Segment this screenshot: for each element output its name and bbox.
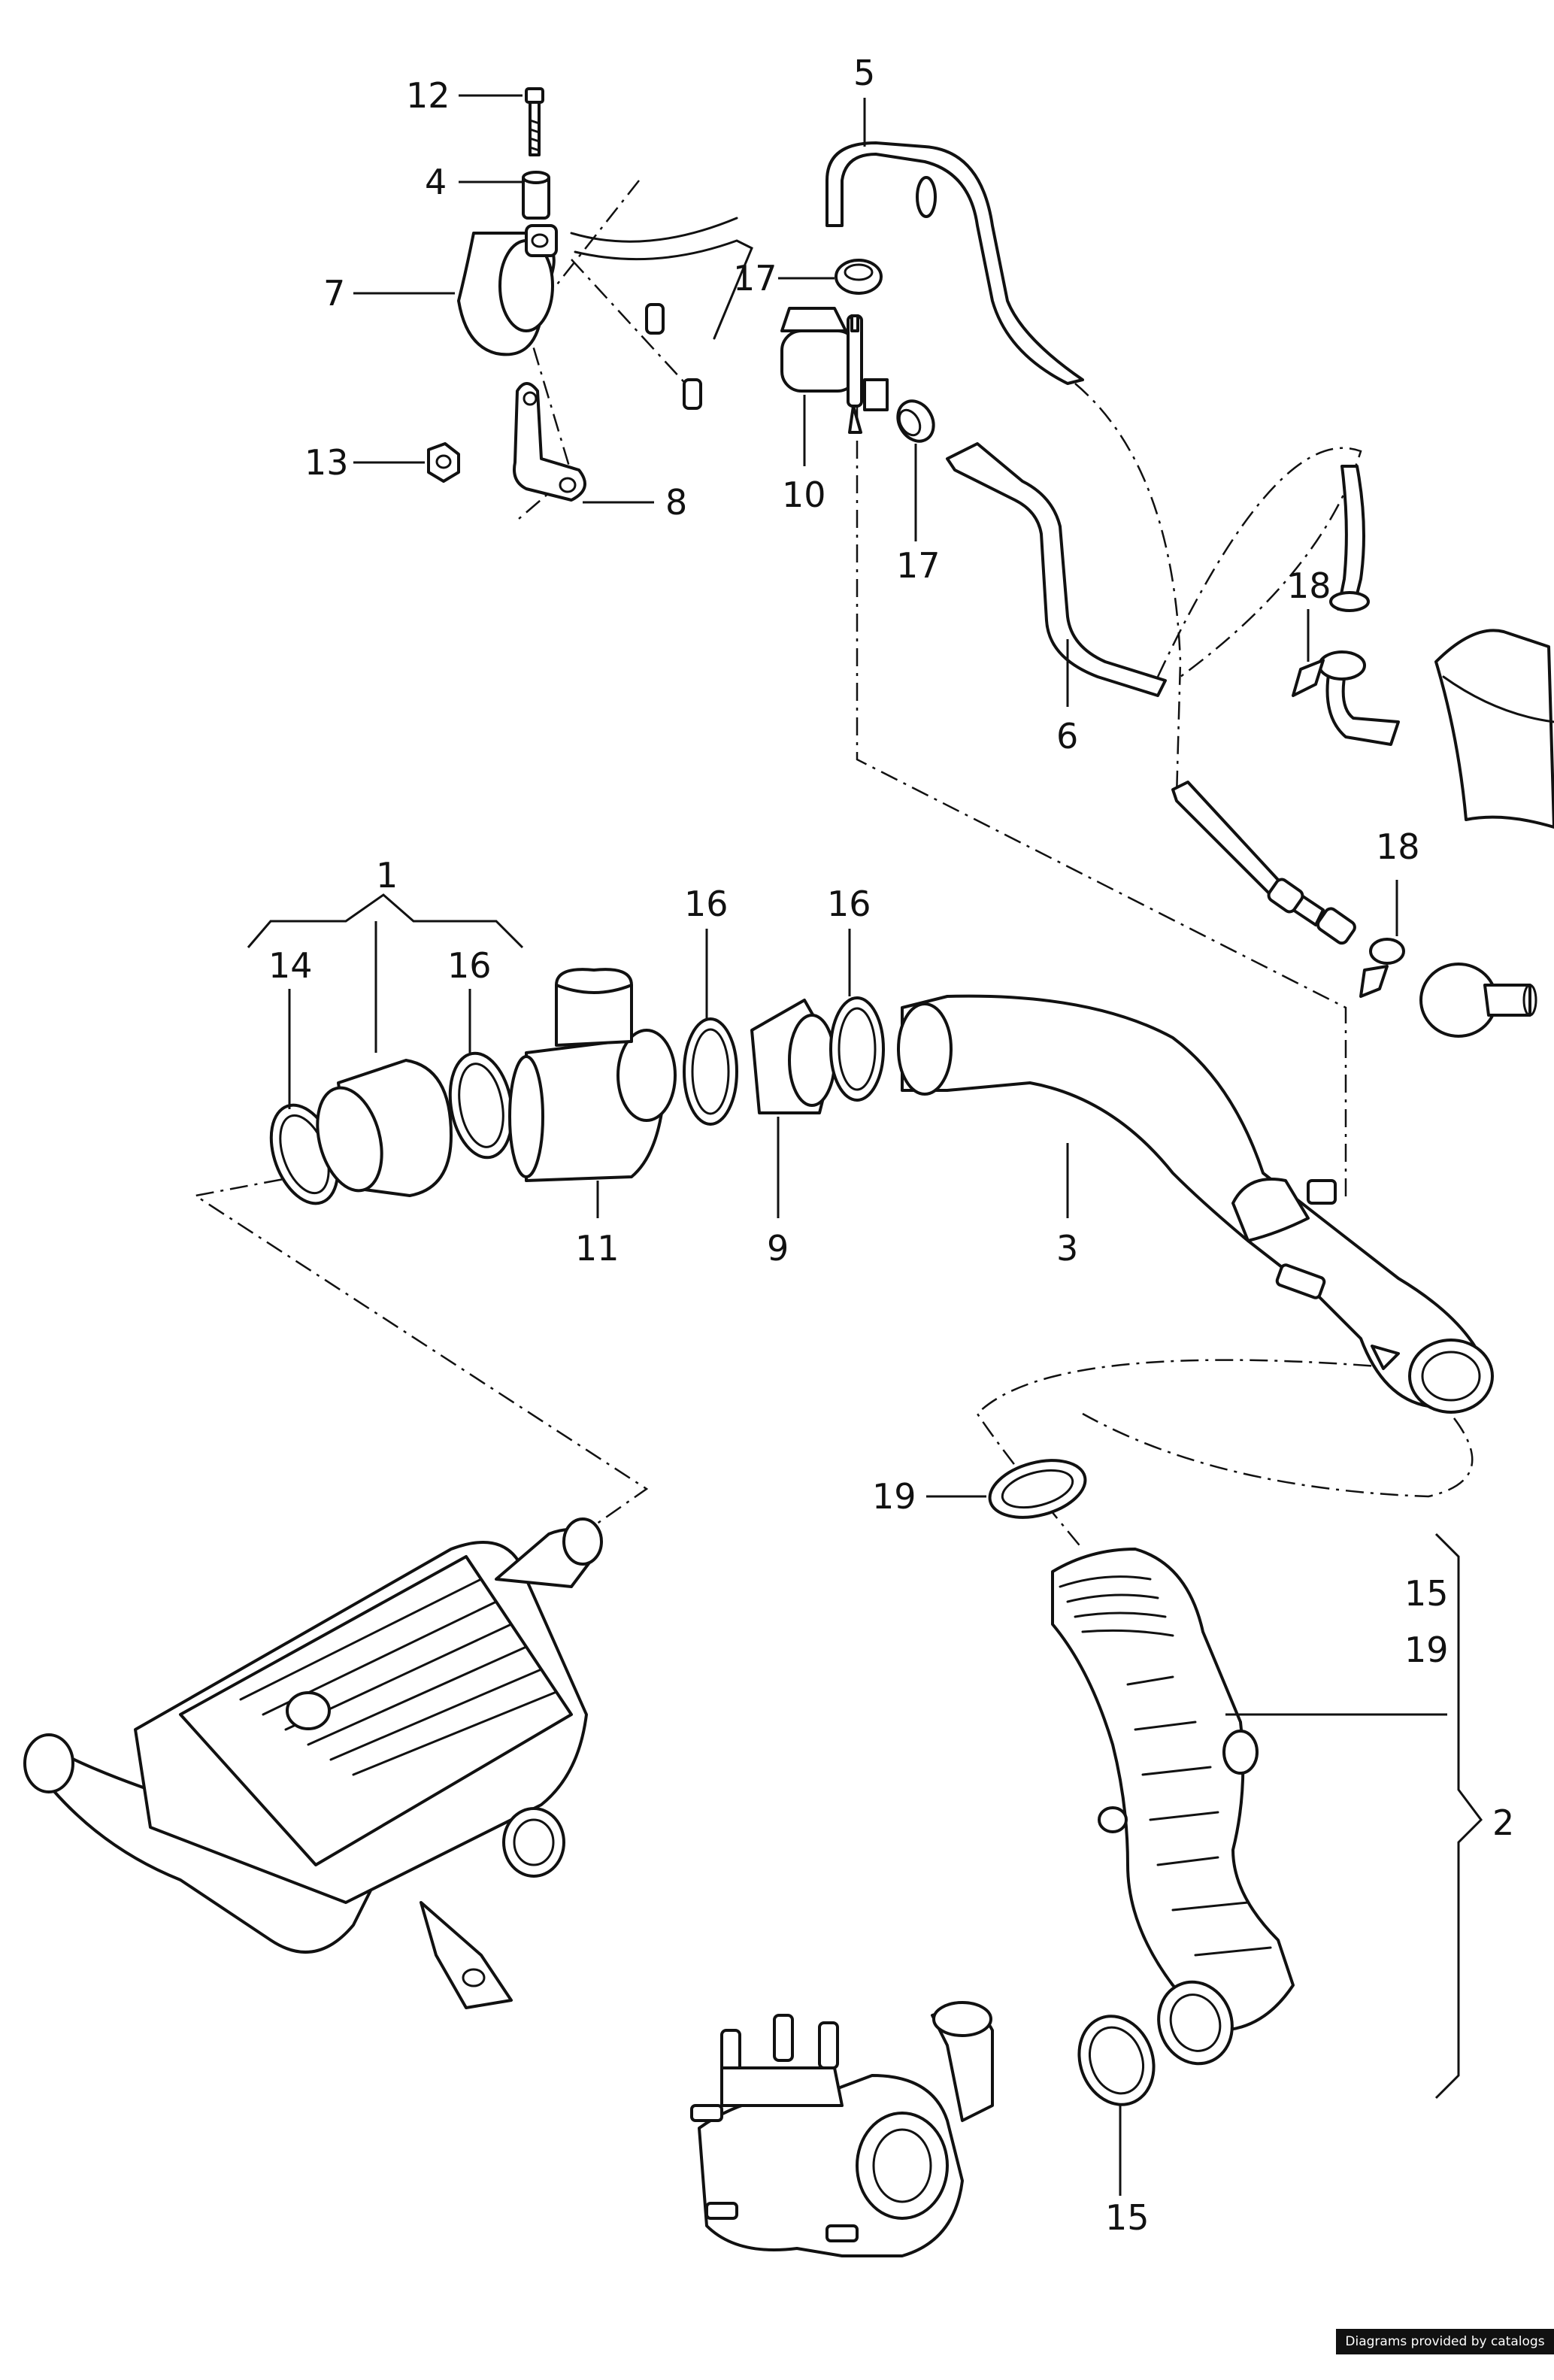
- turbocharger: [690, 2001, 994, 2257]
- connector-9: [750, 999, 836, 1114]
- clamp-15: [1077, 2015, 1156, 2106]
- hose-6: [946, 442, 1167, 697]
- clamp-16b: [683, 1017, 738, 1126]
- callout-2: 2: [1492, 1802, 1514, 1843]
- callout-3: 3: [1056, 1228, 1078, 1269]
- studs: [645, 303, 702, 410]
- callout-17-mid: 17: [896, 545, 941, 586]
- hose-18-lower: [1171, 781, 1537, 1038]
- diagram-credit-badge: Diagrams provided by catalogs parts: [1336, 2329, 1554, 2375]
- callout-labels: 12 4 7 13 8 5 17 10 17 6 18 18 1 14 16 1…: [268, 53, 1514, 2238]
- intake-pipe-3: [897, 994, 1494, 1414]
- callout-5: 5: [853, 53, 875, 93]
- hose-18-upper: [1292, 465, 1554, 829]
- clamp-19: [988, 1459, 1087, 1519]
- callout-18-lower: 18: [1376, 826, 1420, 867]
- callout-17-top: 17: [733, 258, 777, 299]
- callout-18-upper: 18: [1287, 565, 1331, 606]
- clamp-16c: [829, 996, 885, 1102]
- callout-16-right: 16: [827, 884, 871, 924]
- air-mass-meter-11: [508, 968, 677, 1182]
- hose-coupling-1: [316, 1059, 453, 1197]
- brace-2: [1434, 1533, 1483, 2100]
- hose-5: [825, 141, 1084, 385]
- callout-10: 10: [782, 474, 826, 515]
- callout-15-brace: 15: [1404, 1573, 1449, 1614]
- ring-17a: [835, 259, 883, 295]
- leader-lines: [288, 94, 1447, 2196]
- callout-12: 12: [406, 75, 450, 116]
- bolt-12: [525, 87, 544, 156]
- clamp-bracket-7: [457, 224, 558, 356]
- bracket-plate-8: [513, 382, 586, 502]
- air-filter-housing: [23, 1517, 603, 2009]
- callout-19: 19: [872, 1476, 916, 1517]
- hose-outline-top: [570, 217, 753, 340]
- callout-14: 14: [268, 945, 313, 986]
- callout-8: 8: [665, 482, 687, 523]
- solenoid-valve-10: [780, 307, 889, 434]
- callout-4: 4: [425, 162, 447, 202]
- bracket-brace-1: [247, 893, 524, 949]
- callout-16-center: 16: [684, 884, 729, 924]
- nut-13: [427, 442, 460, 483]
- callout-1: 1: [376, 855, 398, 896]
- callout-7: 7: [323, 273, 345, 314]
- callout-13: 13: [304, 442, 349, 483]
- callout-19-brace: 19: [1404, 1630, 1449, 1670]
- callout-11: 11: [575, 1228, 619, 1269]
- ring-17b: [896, 399, 935, 443]
- spacer-sleeve-4: [522, 171, 550, 220]
- callout-6: 6: [1056, 716, 1078, 756]
- callout-9: 9: [767, 1228, 789, 1269]
- callout-16-left: 16: [447, 945, 492, 986]
- callout-15-bottom: 15: [1105, 2197, 1150, 2238]
- clamp-16a: [448, 1051, 514, 1160]
- charge-air-hose-2: [1051, 1548, 1295, 2066]
